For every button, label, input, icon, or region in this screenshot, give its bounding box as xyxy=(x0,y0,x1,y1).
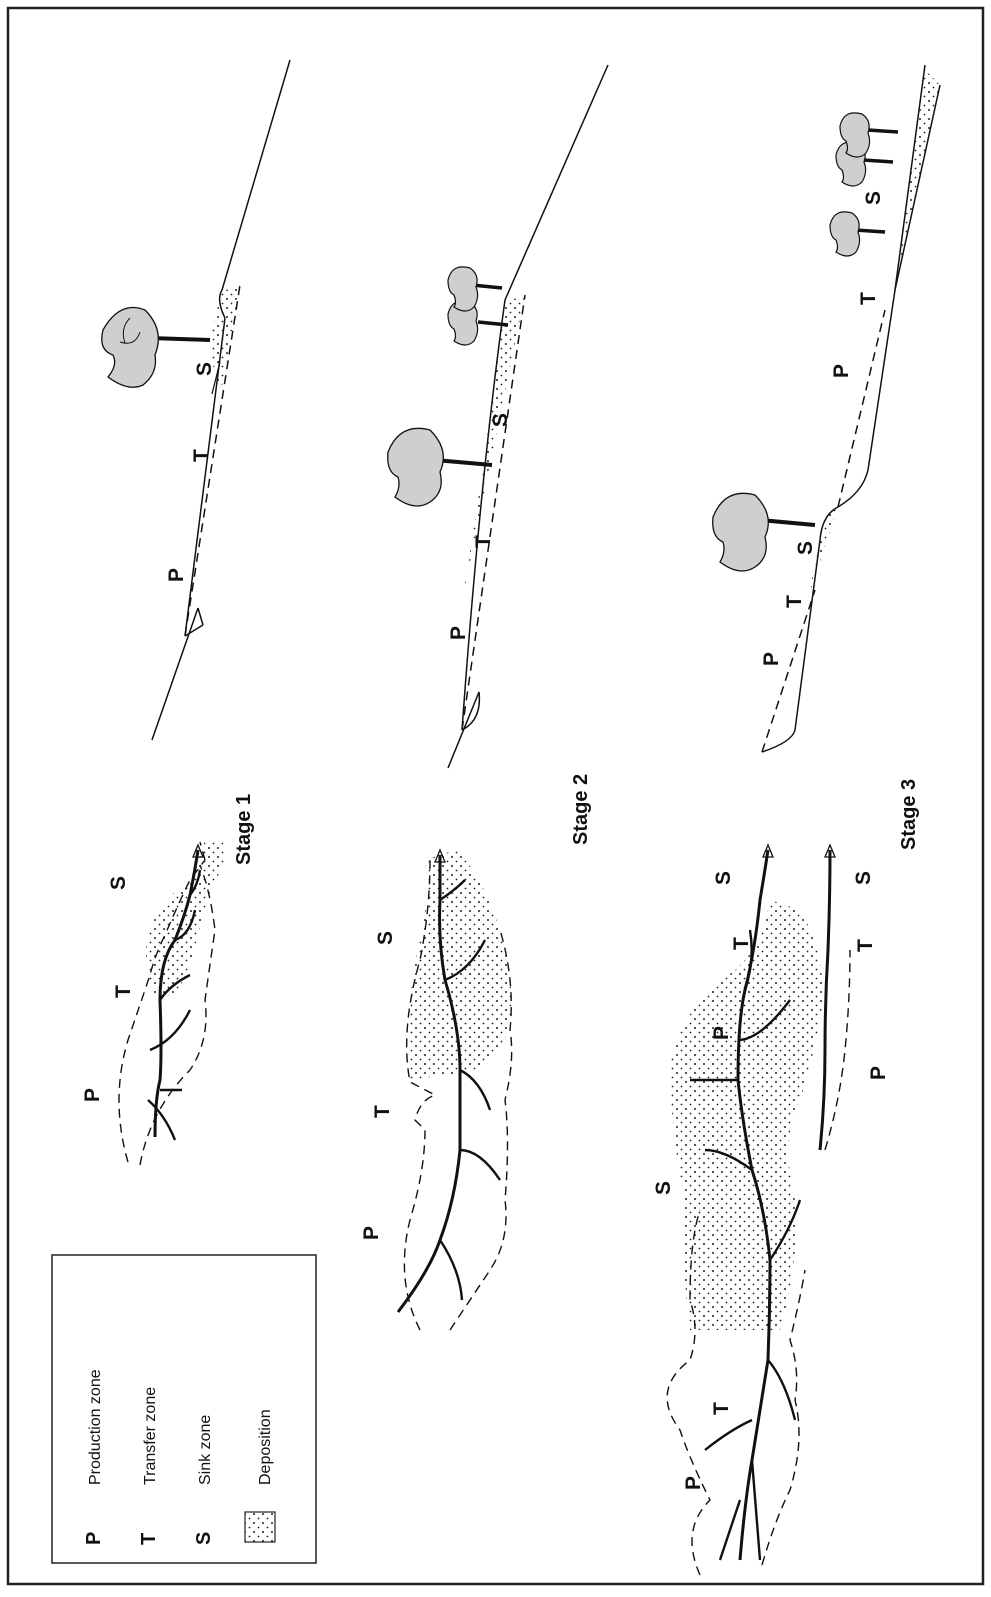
zone-label-p: P xyxy=(830,364,853,378)
deposit-plan-3 xyxy=(670,900,823,1330)
zone-label-s: S xyxy=(107,876,130,890)
zone-label-s: S xyxy=(852,871,875,885)
legend-symbol-t: T xyxy=(138,1533,160,1545)
zone-label-t: T xyxy=(112,985,135,998)
legend-label-transfer: Transfer zone xyxy=(142,1387,159,1485)
stage-label-3: Stage 3 xyxy=(898,779,920,850)
plan-stage-1 xyxy=(119,840,225,1165)
legend-label-deposition: Deposition xyxy=(257,1409,274,1485)
legend-deposition-swatch xyxy=(245,1512,275,1542)
zone-label-t: T xyxy=(472,535,495,548)
legend-symbol-s: S xyxy=(193,1532,215,1545)
legend: P Production zone T Transfer zone S Sink… xyxy=(52,1255,316,1563)
plan-stage-3 xyxy=(667,845,850,1575)
zone-label-t: T xyxy=(190,449,213,462)
zone-label-t: T xyxy=(854,939,877,952)
zone-label-t: T xyxy=(371,1105,394,1118)
zone-label-p: P xyxy=(867,1066,890,1080)
zone-label-s: S xyxy=(374,931,397,945)
legend-label-sink: Sink zone xyxy=(197,1415,214,1485)
zone-label-s: S xyxy=(712,871,735,885)
zone-label-p: P xyxy=(710,1026,733,1040)
stage-label-1: Stage 1 xyxy=(233,794,255,865)
deposit-stage-3b xyxy=(895,70,940,290)
zone-label-p: P xyxy=(81,1088,104,1102)
trees-stage-2 xyxy=(388,267,508,506)
plan-stage-2 xyxy=(398,850,512,1330)
zone-label-s: S xyxy=(652,1181,675,1195)
zone-label-s: S xyxy=(794,541,817,555)
zone-label-t: T xyxy=(783,595,806,608)
trees-stage-3 xyxy=(713,113,898,571)
zone-label-p: P xyxy=(447,626,470,640)
profile-stage-2 xyxy=(448,65,608,768)
profile-stage-1 xyxy=(152,60,290,740)
zone-label-s: S xyxy=(862,191,885,205)
legend-symbol-p: P xyxy=(83,1532,105,1545)
zone-label-t: T xyxy=(730,937,753,950)
zone-label-p: P xyxy=(360,1226,383,1240)
zone-label-t: T xyxy=(710,1402,733,1415)
zone-label-t: T xyxy=(857,292,880,305)
zone-label-s: S xyxy=(489,413,512,427)
zone-label-s: S xyxy=(193,362,216,376)
stage-label-2: Stage 2 xyxy=(570,774,592,845)
zone-label-p: P xyxy=(682,1476,705,1490)
zone-label-p: P xyxy=(165,568,188,582)
legend-label-production: Production zone xyxy=(87,1369,104,1485)
zone-label-p: P xyxy=(760,652,783,666)
